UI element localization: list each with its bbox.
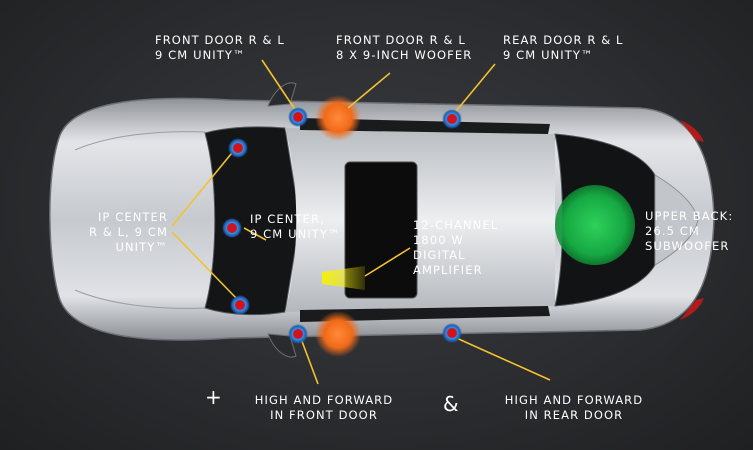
woofer-front-bottom bbox=[315, 311, 361, 357]
unity-speaker bbox=[230, 295, 250, 315]
label-amplifier: 12-CHANNEL 1800 W DIGITAL AMPLIFIER bbox=[413, 218, 498, 278]
label-line: 9 CM UNITY™ bbox=[250, 227, 341, 241]
label-line: SUBWOOFER bbox=[645, 239, 730, 253]
label-line: IP CENTER, bbox=[250, 212, 325, 226]
label-rear-door-unity: REAR DOOR R & L 9 CM UNITY™ bbox=[503, 33, 624, 63]
label-high-rear: HIGH AND FORWARD IN REAR DOOR bbox=[488, 393, 660, 423]
label-line: FRONT DOOR R & L bbox=[155, 33, 285, 47]
label-line: 9 CM UNITY™ bbox=[503, 48, 594, 62]
label-ip-center: IP CENTER, 9 CM UNITY™ bbox=[250, 212, 341, 242]
label-line: HIGH AND FORWARD bbox=[254, 393, 394, 407]
label-front-door-woofer: FRONT DOOR R & L 8 X 9-INCH WOOFER bbox=[336, 33, 472, 63]
label-line: 1800 W bbox=[413, 233, 464, 247]
label-line: 12-CHANNEL bbox=[413, 218, 499, 232]
label-front-door-unity: FRONT DOOR R & L 9 CM UNITY™ bbox=[155, 33, 285, 63]
plus-symbol: + bbox=[205, 385, 222, 409]
unity-speaker bbox=[442, 323, 462, 343]
label-line: AMPLIFIER bbox=[413, 263, 483, 277]
unity-speaker bbox=[442, 109, 462, 129]
ampersand-symbol: & bbox=[443, 392, 459, 416]
label-line: IN FRONT DOOR bbox=[270, 408, 378, 422]
label-line: DIGITAL bbox=[413, 248, 466, 262]
label-subwoofer: UPPER BACK: 26.5 CM SUBWOOFER bbox=[645, 209, 733, 254]
label-line: IN REAR DOOR bbox=[524, 408, 624, 422]
label-line: REAR DOOR R & L bbox=[503, 33, 624, 47]
label-line: UNITY™ bbox=[115, 240, 168, 254]
label-line: 26.5 CM bbox=[645, 224, 700, 238]
car-body bbox=[49, 82, 715, 358]
label-line: 8 X 9-INCH WOOFER bbox=[336, 48, 473, 62]
label-ip-center-rl: IP CENTER R & L, 9 CM UNITY™ bbox=[70, 210, 168, 255]
label-line: IP CENTER bbox=[97, 210, 168, 224]
unity-speaker bbox=[288, 324, 308, 344]
label-line: 9 CM UNITY™ bbox=[155, 48, 246, 62]
label-line: UPPER BACK: bbox=[645, 209, 734, 223]
unity-speaker bbox=[222, 218, 242, 238]
leader-lines bbox=[171, 59, 551, 385]
unity-speaker bbox=[288, 107, 308, 127]
unity-speaker bbox=[228, 138, 248, 158]
label-high-front: HIGH AND FORWARD IN FRONT DOOR bbox=[238, 393, 410, 423]
amplifier-glow bbox=[322, 266, 365, 290]
subwoofer-circle bbox=[555, 185, 635, 265]
label-line: HIGH AND FORWARD bbox=[504, 393, 644, 407]
label-line: FRONT DOOR R & L bbox=[336, 33, 466, 47]
label-line: R & L, 9 CM bbox=[88, 225, 168, 239]
